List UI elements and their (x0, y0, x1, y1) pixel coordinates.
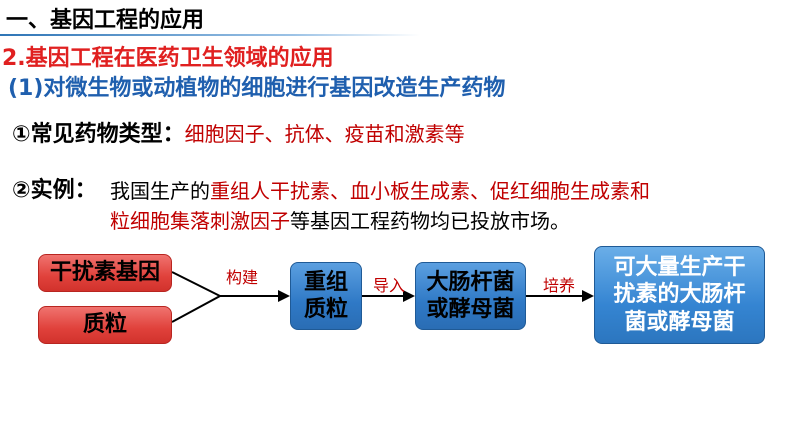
examples-line-1: 我国生产的重组人干扰素、血小板生成素、促红细胞生成素和 (110, 175, 650, 204)
subheading: 2.基因工程在医药卫生领域的应用 (2, 46, 334, 71)
recombinant-plasmid-box: 重组 质粒 (290, 262, 362, 330)
examples-prefix: 我国生产的 (110, 179, 210, 203)
drug-types-content: 细胞因子、抗体、疫苗和激素等 (184, 122, 465, 146)
arrowhead-construct (278, 290, 290, 302)
product-box: 可大量生产干 扰素的大肠杆 菌或酵母菌 (594, 246, 765, 344)
label-culture: 培养 (543, 276, 576, 295)
merge-connector (171, 271, 223, 323)
examples-drugs-2: 粒细胞集落刺激因子 (110, 209, 290, 233)
host-cell-box: 大肠杆菌 或酵母菌 (415, 262, 526, 330)
examples-line-2: 粒细胞集落刺激因子等基因工程药物均已投放市场。 (110, 205, 570, 234)
page-title: 一、基因工程的应用 (6, 8, 205, 33)
title-underline (0, 34, 420, 36)
label-introduce: 导入 (373, 276, 406, 295)
label-construct: 构建 (226, 268, 259, 287)
drug-types-label: ①常见药物类型： (12, 122, 185, 147)
arrowhead-introduce (403, 290, 415, 302)
examples-drugs-1: 重组人干扰素、血小板生成素、促红细胞生成素和 (210, 179, 650, 203)
interferon-gene-box: 干扰素基因 (38, 254, 172, 292)
section-title: (1)对微生物或动植物的细胞进行基因改造生产药物 (8, 76, 506, 101)
plasmid-box: 质粒 (38, 306, 172, 344)
drug-types-row: ①常见药物类型：细胞因子、抗体、疫苗和激素等 (12, 116, 465, 148)
arrowhead-culture (582, 290, 594, 302)
examples-label: ②实例： (12, 178, 97, 203)
examples-suffix: 等基因工程药物均已投放市场。 (290, 209, 570, 233)
